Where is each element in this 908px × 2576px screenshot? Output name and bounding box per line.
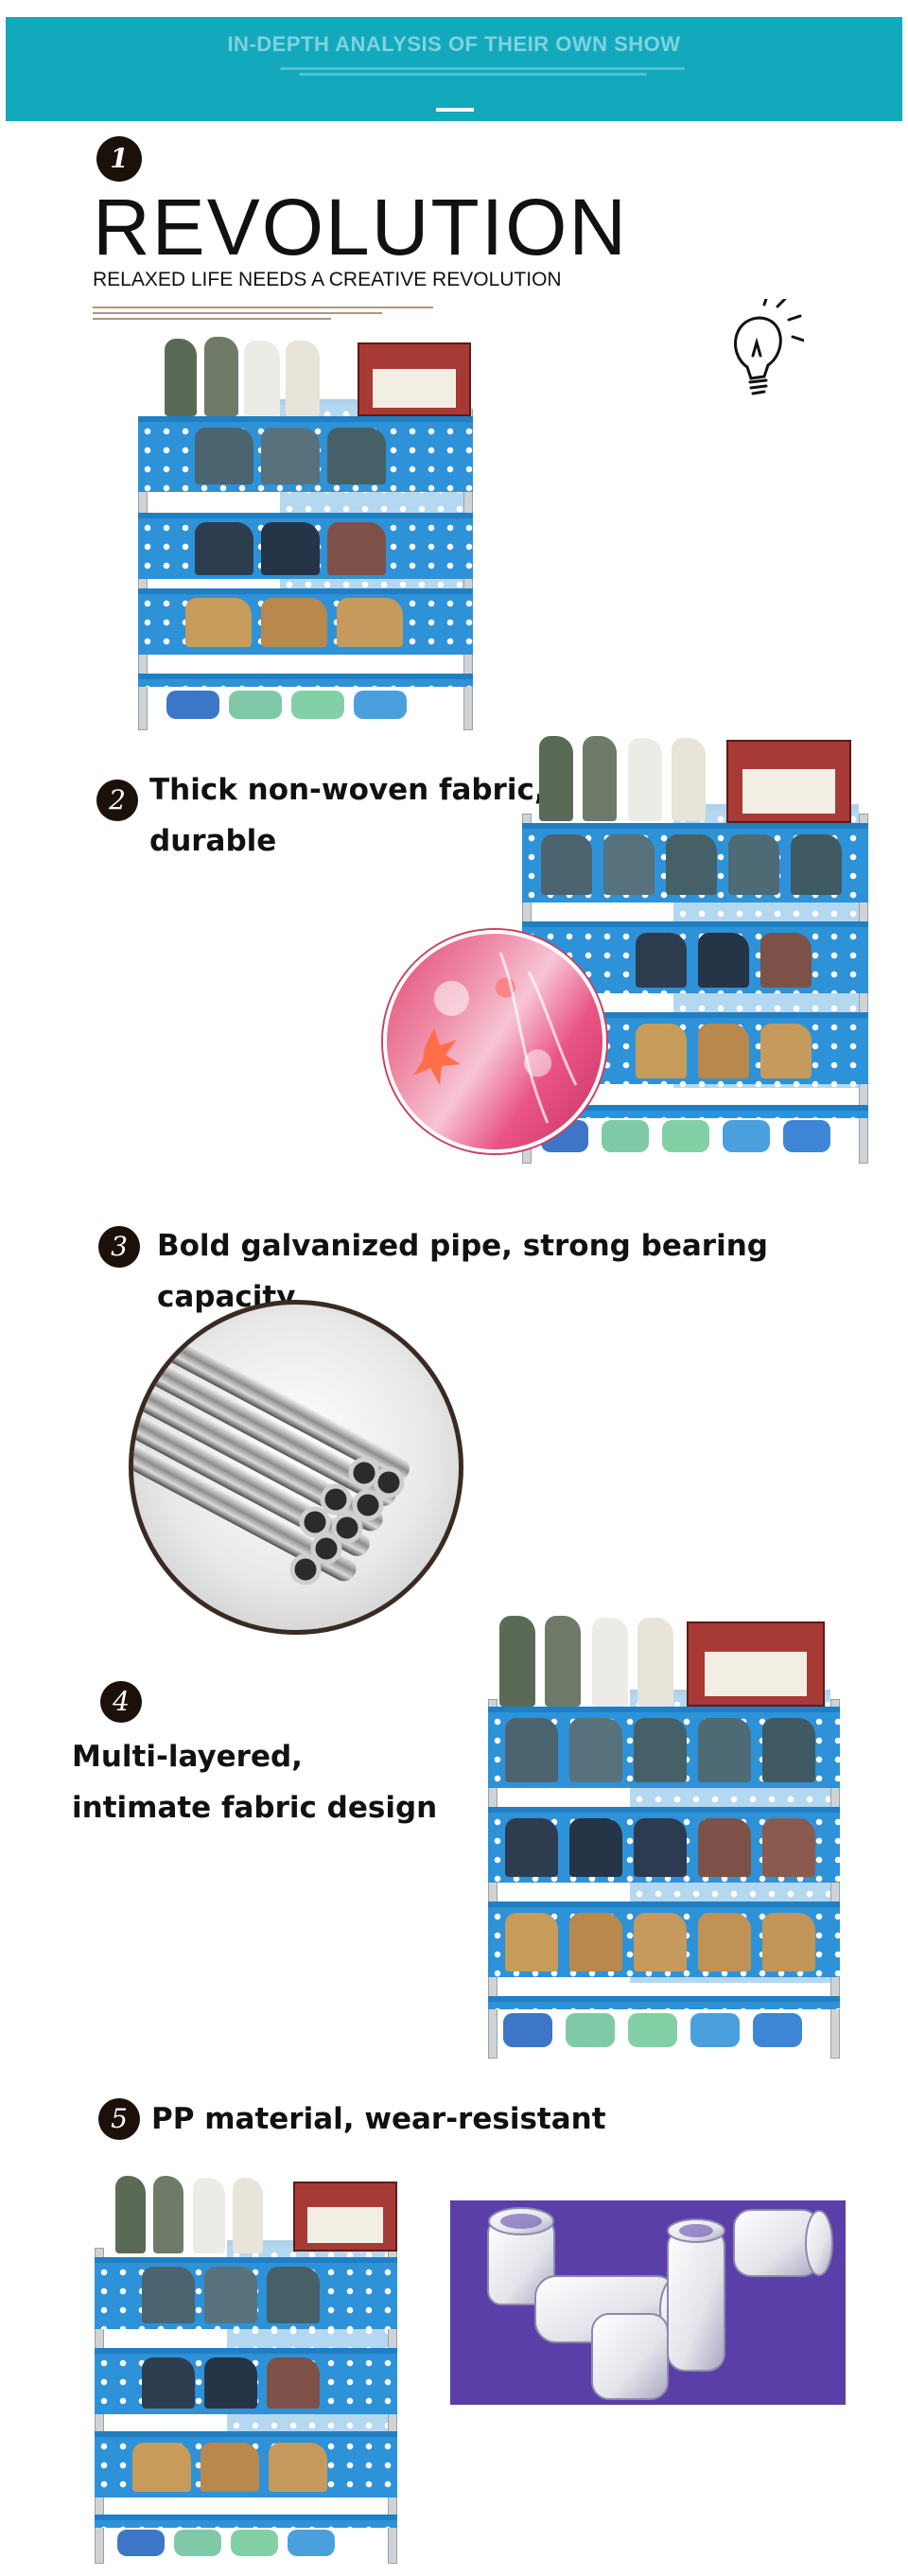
step-badge-2: 2 xyxy=(96,780,138,821)
hero-title: REVOLUTION xyxy=(93,183,629,272)
banner-divider xyxy=(436,108,474,112)
shoe-rack-image-3 xyxy=(488,1608,840,2066)
step-badge-3: 3 xyxy=(98,1226,140,1268)
hero-subtitle: RELAXED LIFE NEEDS A CREATIVE REVOLUTION xyxy=(93,269,562,290)
feature-layers-title: Multi-layered, intimate fabric design xyxy=(72,1740,438,1825)
hero-fine-print xyxy=(93,303,433,324)
feature-pipe-title: Bold galvanized pipe, strong bearing cap… xyxy=(157,1229,768,1314)
feature-fabric-title: Thick non-woven fabric, durable xyxy=(149,773,546,858)
step-badge-4: 4 xyxy=(100,1681,142,1723)
step-badge-1: 1 xyxy=(96,136,142,182)
pp-connector-image xyxy=(450,2200,846,2405)
step-badge-5: 5 xyxy=(98,2098,140,2140)
feature-pp-title: PP material, wear-resistant xyxy=(151,2102,606,2136)
banner-title: IN-DEPTH ANALYSIS OF THEIR OWN SHOW xyxy=(227,32,681,56)
lightbulb-icon xyxy=(734,299,804,395)
galvanized-pipe-image xyxy=(129,1300,463,1635)
banner-subtext xyxy=(280,64,685,79)
header-banner: IN-DEPTH ANALYSIS OF THEIR OWN SHOW xyxy=(6,17,902,121)
fabric-closeup-image xyxy=(383,930,606,1153)
shoe-rack-image-4 xyxy=(95,2172,397,2569)
shoe-rack-image-1 xyxy=(138,333,473,738)
